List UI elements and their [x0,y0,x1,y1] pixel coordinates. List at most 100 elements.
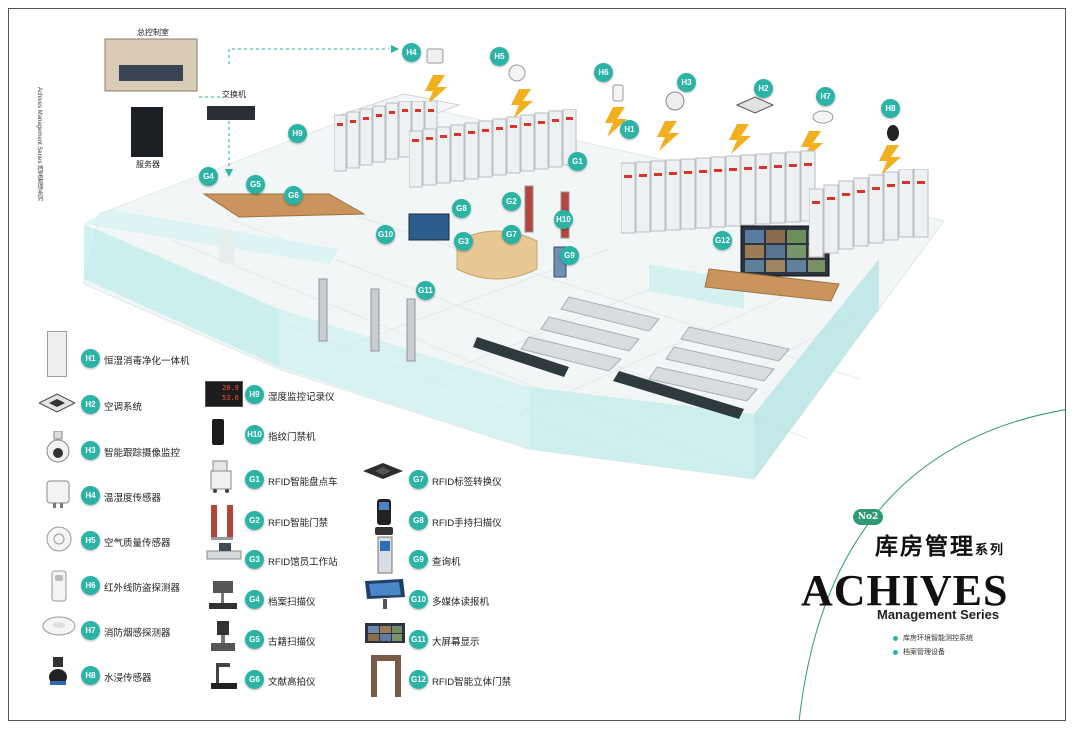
waiting-benches [520,296,790,402]
scene-badge-g11: G11 [416,281,435,300]
bullet-item-2-text: 档案管理设备 [903,649,945,656]
shelf-row-4-graphic [808,168,929,258]
scene-badge-h3: H3 [677,73,696,92]
scene-badge-h4: H4 [402,43,421,62]
control-room-label: 总控制室 [137,28,169,37]
scene-badge-g5: G5 [246,175,265,194]
legend-label-h7: 消防烟感探测器 [104,628,171,639]
legend-badge-g9: G9 [409,550,428,569]
vertical-caption: Achives Management Series 档案管理系列 [36,87,42,202]
legend-label-h5: 空气质量传感器 [104,538,171,549]
document-camera-icon [211,663,237,689]
legend-badge-g7: G7 [409,470,428,489]
legend-label-g2: RFID智能门禁 [268,518,329,529]
scene-badge-h6: H6 [594,63,613,82]
scene-badge-g10: G10 [376,225,395,244]
glass-wall-screen-room [649,264,744,309]
legend-badge-h10: H10 [245,425,264,444]
scene-badge-g12: G12 [713,231,732,250]
legend-label-h10: 指纹门禁机 [268,432,316,443]
legend-label-h2: 空调系统 [104,402,143,413]
legend-badge-g12: G12 [409,670,428,689]
legend-label-g9: 查询机 [432,557,461,568]
legend-label-h8: 水浸传感器 [104,673,152,684]
scene-badge-g7: G7 [502,225,521,244]
temp-humidity-sensor-icon [46,480,70,508]
switch-label: 交换机 [222,90,246,99]
fingerprint-reader-icon [212,419,224,445]
legend-badge-g5: G5 [245,630,264,649]
series-number-badge: No2 [853,509,883,525]
scene-badge-h5: H5 [490,47,509,66]
scene-badge-g3: G3 [454,232,473,251]
legend-badge-g6: G6 [245,670,264,689]
english-title: ACHIVES [801,566,1009,615]
shelf-row-2 [408,108,579,194]
recorder-reading-temp: 20.9 [222,384,239,392]
legend-label-g12: RFID智能立体门禁 [432,677,512,688]
network-switch [207,106,255,120]
newspaper-kiosk-icon [365,579,405,609]
legend-badge-h5: H5 [81,531,100,550]
scene-badge-h10: H10 [554,210,573,229]
rfid-gate-icon [211,505,233,540]
legend-label-g7: RFID标签转换仪 [432,477,502,488]
bullet-dot-icon [893,635,898,641]
poster-frame: Achives Management Series 档案管理系列 [8,8,1066,721]
video-wall-tiles [745,230,825,272]
bullet-item-1-text: 库房环境智能测控系统 [903,635,973,642]
legend-badge-g11: G11 [409,630,428,649]
legend-label-g6: 文献高拍仪 [268,677,316,688]
legend-badge-g10: G10 [409,590,428,609]
bullet-item-2: 档案管理设备 [893,647,945,657]
scene-badge-g2: G2 [502,192,521,211]
legend-label-h3: 智能跟踪摄像监控 [104,448,181,459]
bullet-item-1: 库房环境智能测控系统 [893,633,973,643]
legend-label-h1: 恒湿消毒净化一体机 [104,356,190,367]
scene-badge-h1: H1 [620,120,639,139]
legend-badge-h7: H7 [81,621,100,640]
scene-badge-g8: G8 [452,199,471,218]
server-tower [131,107,163,157]
reading-screens [473,337,744,419]
legend-badge-h8: H8 [81,666,100,685]
humidity-recorder-icon: 20.9 53.6 [205,381,243,407]
legend-badge-g4: G4 [245,590,264,609]
scene-badge-g4: G4 [199,167,218,186]
english-subtitle: Management Series [877,607,1000,622]
large-screen-icon [365,623,405,643]
legend-label-g10: 多媒体读报机 [432,597,490,608]
rfid-3d-gate-icon [371,655,401,697]
query-kiosk-icon [377,536,393,574]
scene-badge-g6: G6 [284,186,303,205]
legend-label-g1: RFID智能盘点车 [268,477,338,488]
smoke-detector-icon [42,616,76,636]
scene-badge-h9: H9 [288,124,307,143]
decorative-arc [798,409,1065,720]
glass-wall-front-left [84,224,279,367]
handheld-scanner-icon [375,499,393,535]
air-quality-sensor-icon [46,526,72,552]
legend-badge-h9: H9 [245,385,264,404]
scene-badge-g9: G9 [560,246,579,265]
book-scanner-icon [211,621,235,651]
shelf-row-2-graphic [408,108,577,188]
glass-wall-front [279,309,529,449]
scene-badge-g1: G1 [568,152,587,171]
legend-badge-g2: G2 [245,511,264,530]
water-sensor-icon [49,657,67,685]
server-label: 服务器 [136,160,160,169]
rfid-converter-icon [363,463,403,479]
legend-label-g3: RFID馆员工作站 [268,557,338,568]
legend-badge-h3: H3 [81,441,100,460]
legend-badge-h2: H2 [81,395,100,414]
archive-scanner-icon [209,581,237,609]
legend-label-g5: 古籍扫描仪 [268,637,316,648]
reception-desk [456,230,538,280]
legend-label-h6: 红外线防盗探测器 [104,583,181,594]
rfid-cart-icon [210,460,232,493]
network-lines [199,48,389,169]
glass-wall-office [84,209,339,264]
ceiling-devices [426,48,899,141]
legend-label-g8: RFID手持扫描仪 [432,518,502,529]
